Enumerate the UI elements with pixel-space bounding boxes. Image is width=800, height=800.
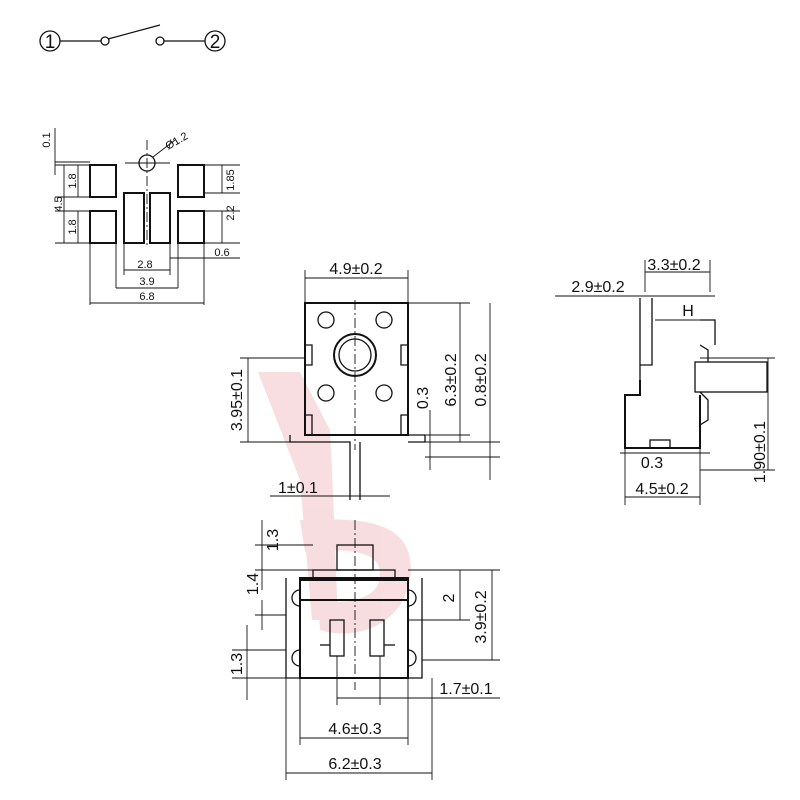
pad-bottom-right	[177, 210, 205, 244]
pin2-label: 2	[210, 32, 221, 53]
dim-2-9: 2.9±0.2	[571, 279, 624, 296]
dim-1: 1±0.1	[278, 480, 318, 497]
dim-1-3-top: 1.3	[265, 529, 282, 551]
dim-1-8-bottom: 1.8	[67, 219, 79, 234]
dim-0-3-front: 0.3	[415, 387, 432, 409]
dim-0-3-side: 0.3	[641, 455, 663, 472]
watermark-logo	[258, 372, 411, 634]
dim-0-6: 0.6	[214, 247, 229, 259]
dim-1-7: 1.7±0.1	[439, 681, 492, 698]
switch-schematic: 1 2	[39, 24, 226, 53]
pad-center-right	[149, 192, 171, 244]
dim-3-95: 3.95±0.1	[229, 369, 246, 431]
dim-hole-dia: Ø1.2	[164, 130, 191, 152]
dim-3-9-top: 3.9±0.2	[473, 590, 490, 643]
pcb-footprint: Ø1.2 0.1 4.5 1.8 1.8 1.85 2.2 2.	[41, 128, 240, 305]
pad-top-left	[89, 164, 117, 198]
dim-4-6: 4.6±0.3	[328, 721, 381, 738]
dim-2-2: 2.2	[225, 205, 237, 220]
dim-1-4: 1.4	[245, 573, 262, 595]
dim-1-90: 1.90±0.1	[752, 421, 769, 483]
dim-1-3-bottom: 1.3	[229, 653, 246, 675]
dim-4-5-side: 4.5±0.2	[635, 481, 688, 498]
dim-2-8: 2.8	[137, 259, 152, 271]
dim-0-1: 0.1	[41, 132, 53, 147]
dim-1-8-top: 1.8	[67, 173, 79, 188]
dim-6-8: 6.8	[139, 291, 154, 303]
side-view: 3.3±0.2 2.9±0.2 H 1.90±0.1 0.3 4.5±0.2	[555, 257, 775, 505]
pin1-label: 1	[45, 32, 56, 53]
pad-bottom-left	[89, 210, 117, 244]
dim-6-3: 6.3±0.2	[443, 353, 460, 406]
dim-4-5: 4.5	[53, 196, 65, 211]
dim-1-85: 1.85	[225, 169, 237, 190]
top-view: 1.3 1.4 1.3 2 3.9±0.2 1.7±0.1 4.6±0.3 6.…	[229, 520, 500, 780]
dim-H: H	[682, 303, 694, 320]
pad-center-left	[123, 192, 145, 244]
dim-2: 2	[441, 593, 458, 602]
dim-6-2: 6.2±0.3	[328, 756, 381, 773]
dim-3-3: 3.3±0.2	[647, 257, 700, 274]
dim-0-8: 0.8±0.2	[473, 353, 490, 406]
dim-3-9: 3.9	[139, 276, 154, 288]
pad-top-right	[177, 164, 205, 198]
dim-4-9: 4.9±0.2	[329, 261, 382, 278]
front-view: 4.9±0.2 0.3 6.3±0.2 0.8±0.2 3.95±0.1 1±0…	[229, 261, 500, 500]
